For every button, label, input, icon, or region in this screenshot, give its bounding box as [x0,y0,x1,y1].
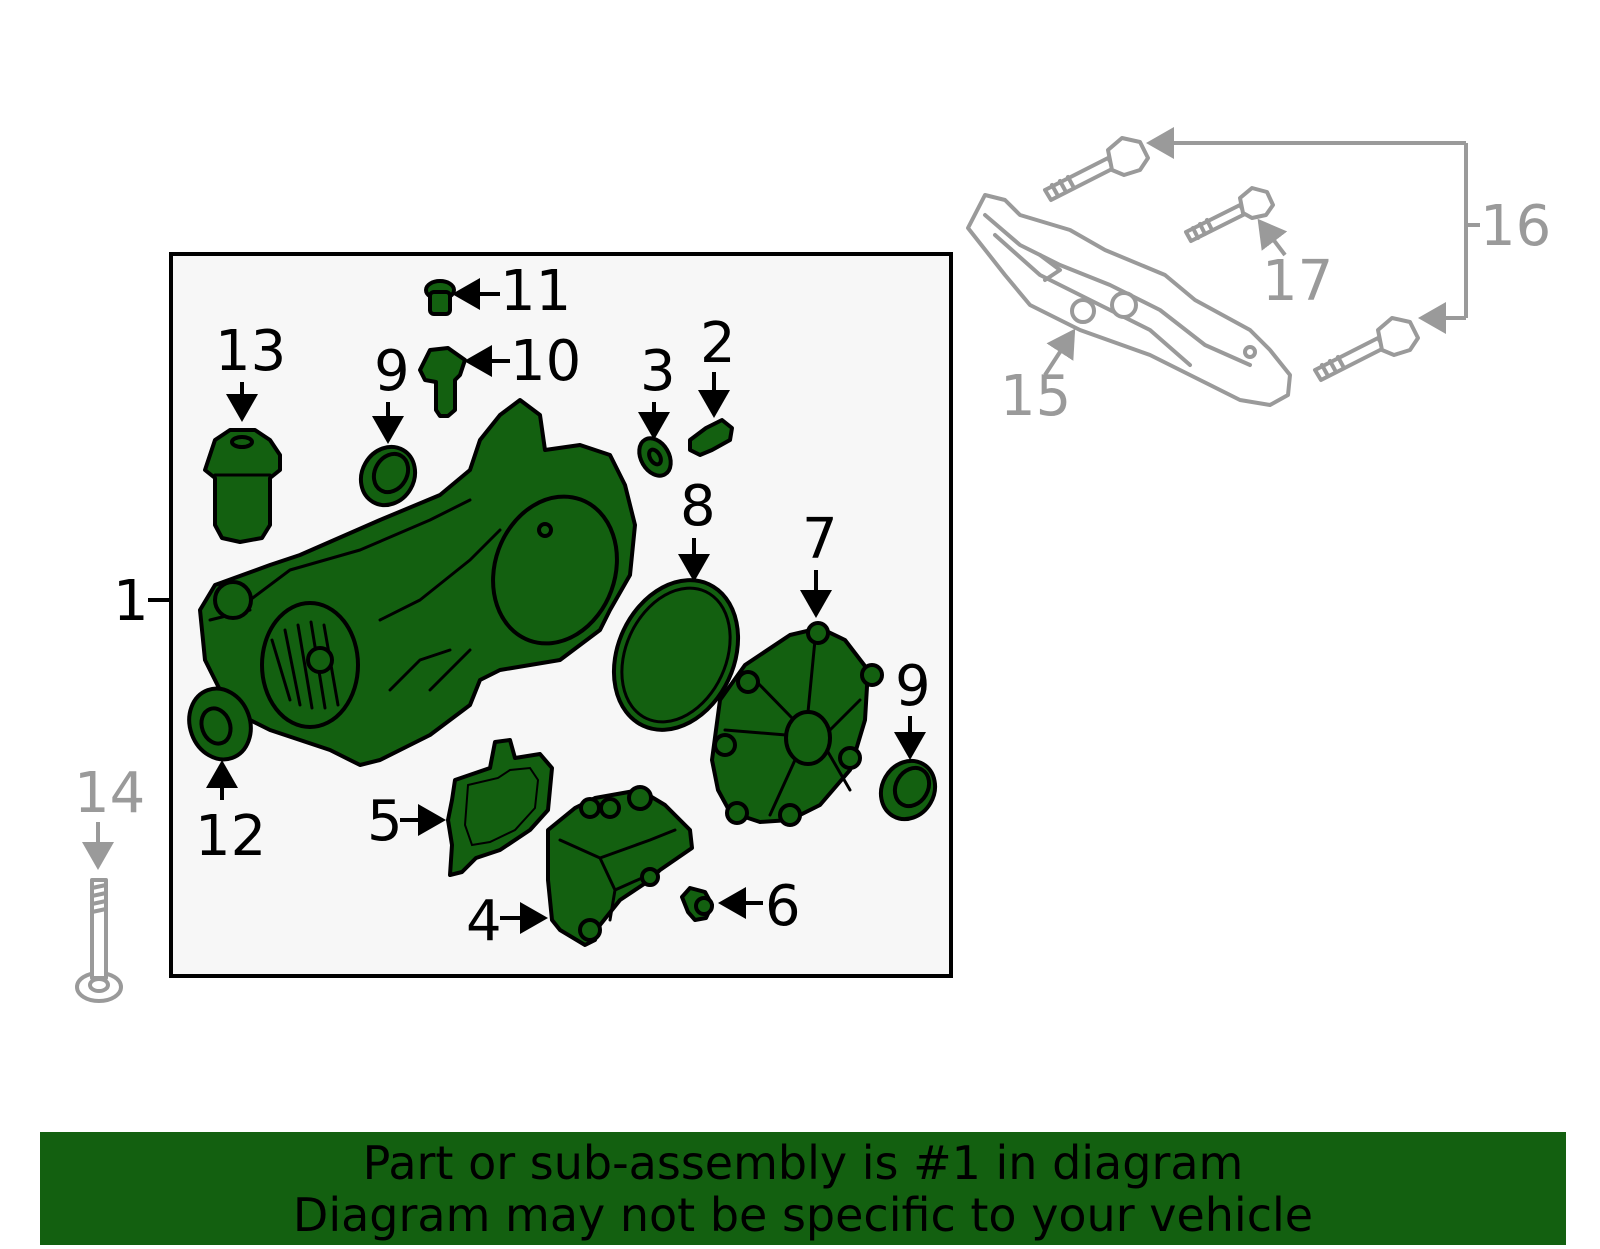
seal-part-right[interactable] [870,751,945,829]
callout-10: 10 [510,329,581,394]
callout-5: 5 [367,789,403,854]
callout-7: 7 [802,507,838,572]
callout-2: 2 [700,311,736,376]
plug-part[interactable] [424,279,456,316]
callout-14: 14 [74,761,145,826]
disclaimer-banner: Part or sub-assembly is #1 in diagram Di… [40,1132,1566,1245]
oil-seal-part[interactable] [179,680,260,768]
cover-gasket-part[interactable] [446,738,554,877]
callout-11: 11 [500,259,571,324]
callout-9-top: 9 [374,339,410,404]
callout-4: 4 [466,889,502,954]
long-bolt-part[interactable] [75,878,123,1003]
callout-17: 17 [1262,249,1333,314]
callout-16: 16 [1480,194,1551,259]
callout-15: 15 [1000,364,1071,429]
mount-bushing-part[interactable] [203,428,282,544]
banner-line-1: Part or sub-assembly is #1 in diagram [362,1135,1244,1190]
callout-8: 8 [680,474,716,539]
callout-13: 13 [215,319,286,384]
cover-part[interactable] [710,621,884,827]
callout-3: 3 [640,339,676,404]
callout-6: 6 [765,874,801,939]
bolt-17-part[interactable] [1184,186,1275,243]
bracket-bolt-lower-part[interactable] [1313,316,1420,382]
washer-part[interactable] [633,433,677,482]
banner-line-2: Diagram may not be specific to your vehi… [292,1187,1314,1242]
bolt-part[interactable] [680,886,714,922]
differential-housing-part[interactable] [198,398,637,767]
callout-1: 1 [113,569,149,634]
drain-plug-part[interactable] [688,418,734,457]
mount-bracket-part[interactable] [966,193,1292,407]
callout-12: 12 [195,804,266,869]
actuator-part[interactable] [546,785,694,947]
gasket-part[interactable] [590,560,761,750]
bracket-bolt-upper-part[interactable] [1043,136,1150,202]
callout-9-right: 9 [895,654,931,719]
sensor-part[interactable] [418,346,467,418]
seal-part-top[interactable] [350,437,425,515]
